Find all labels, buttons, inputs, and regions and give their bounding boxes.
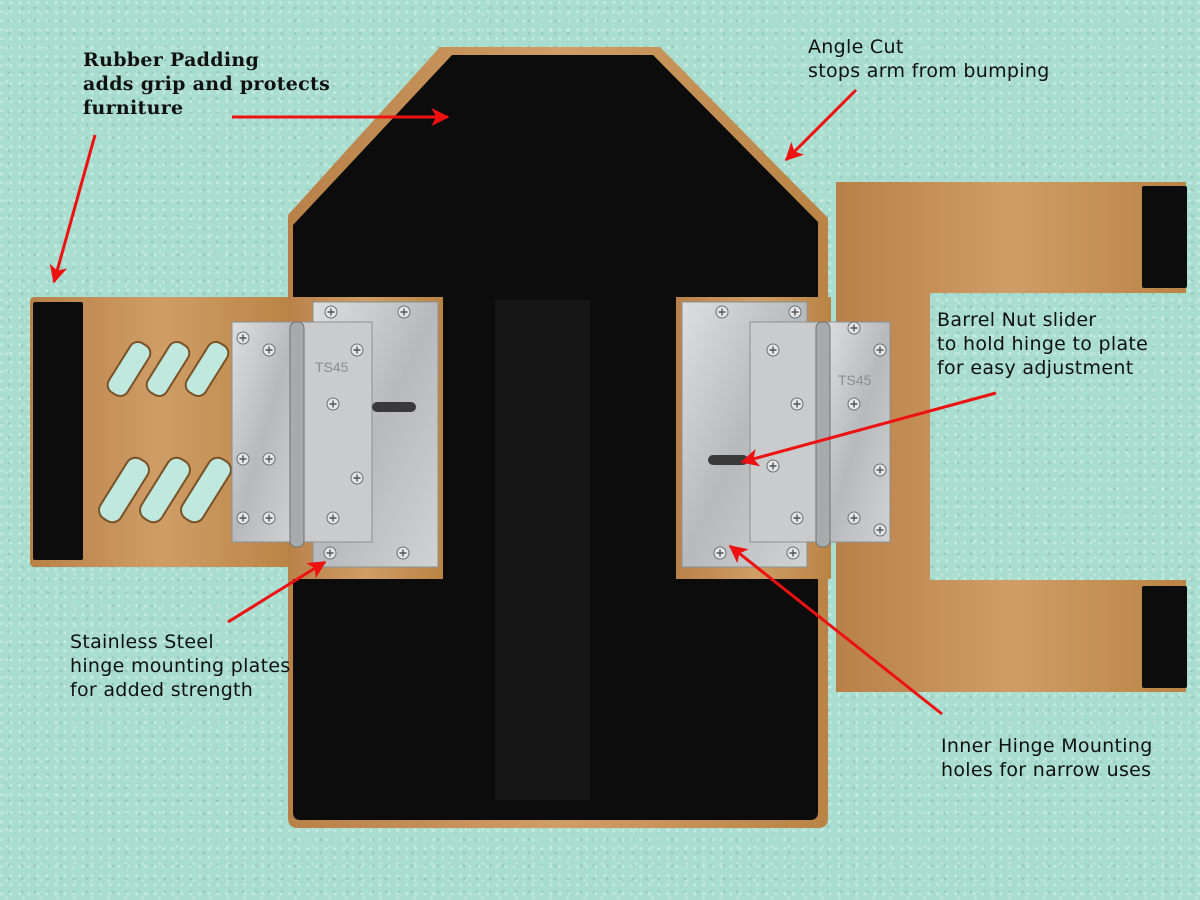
left-hinge-leaf-inner: [299, 321, 373, 543]
right-wing: [836, 182, 1187, 692]
callout-line: furniture: [83, 97, 184, 119]
screw-cross: [718, 308, 726, 316]
callout-line: Angle Cut: [808, 36, 904, 58]
vent-slot: [106, 340, 152, 398]
left-hinge-leaf-outer: [231, 321, 298, 543]
vent-slot: [145, 340, 191, 398]
screw-set: [236, 305, 887, 560]
left-hinge-barrel: [289, 321, 305, 548]
rubber-pad-right-bottom: [1142, 586, 1187, 688]
callout-inner-hinge: Inner Hinge Mounting holes for narrow us…: [941, 734, 1153, 782]
screw-cross: [353, 346, 361, 354]
screw-cross: [769, 462, 777, 470]
screw-cross: [239, 455, 247, 463]
screw-cross: [265, 455, 273, 463]
arrow-barrel-nut: [740, 391, 997, 467]
vent-slot: [98, 456, 150, 524]
screw-cross: [793, 400, 801, 408]
vent-slot: [184, 340, 230, 398]
right-slider-slot: [708, 455, 748, 465]
screw-cross: [239, 514, 247, 522]
callout-line: Rubber Padding: [83, 49, 260, 71]
rubber-pad-texture: [495, 300, 590, 800]
rubber-pad-left-wing: [33, 302, 83, 560]
right-wing-bamboo: [836, 182, 1186, 692]
right-hinge: TS45: [681, 301, 891, 568]
vent-slot: [180, 456, 232, 524]
screw-cross: [329, 400, 337, 408]
callout-barrel-nut: Barrel Nut slider to hold hinge to plate…: [937, 308, 1148, 380]
right-hinge-barrel: [815, 321, 831, 548]
screw-cross: [850, 324, 858, 332]
left-wing-bamboo: [30, 297, 292, 567]
screw-cross: [239, 334, 247, 342]
callout-angle-cut: Angle Cut stops arm from bumping: [808, 35, 1050, 83]
vent-slots: [98, 340, 232, 524]
screw-cross: [265, 514, 273, 522]
screw-cross: [793, 514, 801, 522]
screw-cross: [329, 514, 337, 522]
screw-cross: [716, 549, 724, 557]
left-hinge-stamp: TS45: [315, 359, 349, 375]
right-hinge-stamp: TS45: [838, 372, 872, 388]
callout-line: for easy adjustment: [937, 357, 1134, 379]
rubber-pad-right-top: [1142, 186, 1187, 288]
screw-cross: [326, 549, 334, 557]
callout-line: stops arm from bumping: [808, 60, 1050, 82]
screw-cross: [876, 526, 884, 534]
screw-cross: [353, 474, 361, 482]
main-board: [288, 47, 828, 828]
screw-cross: [789, 549, 797, 557]
callout-line: adds grip and protects: [83, 73, 331, 95]
callout-line: Inner Hinge Mounting: [941, 735, 1153, 757]
vent-slot: [139, 456, 191, 524]
callout-line: Stainless Steel: [70, 631, 214, 653]
right-hinge-leaf-inner: [749, 321, 819, 543]
callout-line: hinge mounting plates: [70, 655, 291, 677]
arrow-rubber-padding-wing: [49, 134, 97, 284]
screw-cross: [850, 514, 858, 522]
callout-stainless-steel: Stainless Steel hinge mounting plates fo…: [70, 630, 291, 702]
screw-cross: [876, 466, 884, 474]
arrow-inner-hinge: [728, 544, 943, 716]
left-wing: [30, 297, 292, 567]
screw-cross: [769, 346, 777, 354]
arrow-stainless-steel: [227, 560, 327, 624]
screw-cross: [400, 308, 408, 316]
callout-line: to hold hinge to plate: [937, 333, 1149, 355]
screw-cross: [850, 400, 858, 408]
left-slider-slot: [372, 402, 416, 412]
screw-cross: [265, 346, 273, 354]
left-hinge: TS45: [231, 301, 439, 568]
screw-cross: [327, 308, 335, 316]
callout-line: for added strength: [70, 679, 254, 701]
callout-arrows: [49, 88, 997, 716]
screw-cross: [791, 308, 799, 316]
arrow-angle-cut: [784, 88, 858, 162]
screw-cross: [399, 549, 407, 557]
callout-line: holes for narrow uses: [941, 759, 1152, 781]
callout-rubber-padding: Rubber Padding adds grip and protects fu…: [83, 48, 330, 120]
callout-line: Barrel Nut slider: [937, 309, 1097, 331]
screw-cross: [876, 346, 884, 354]
